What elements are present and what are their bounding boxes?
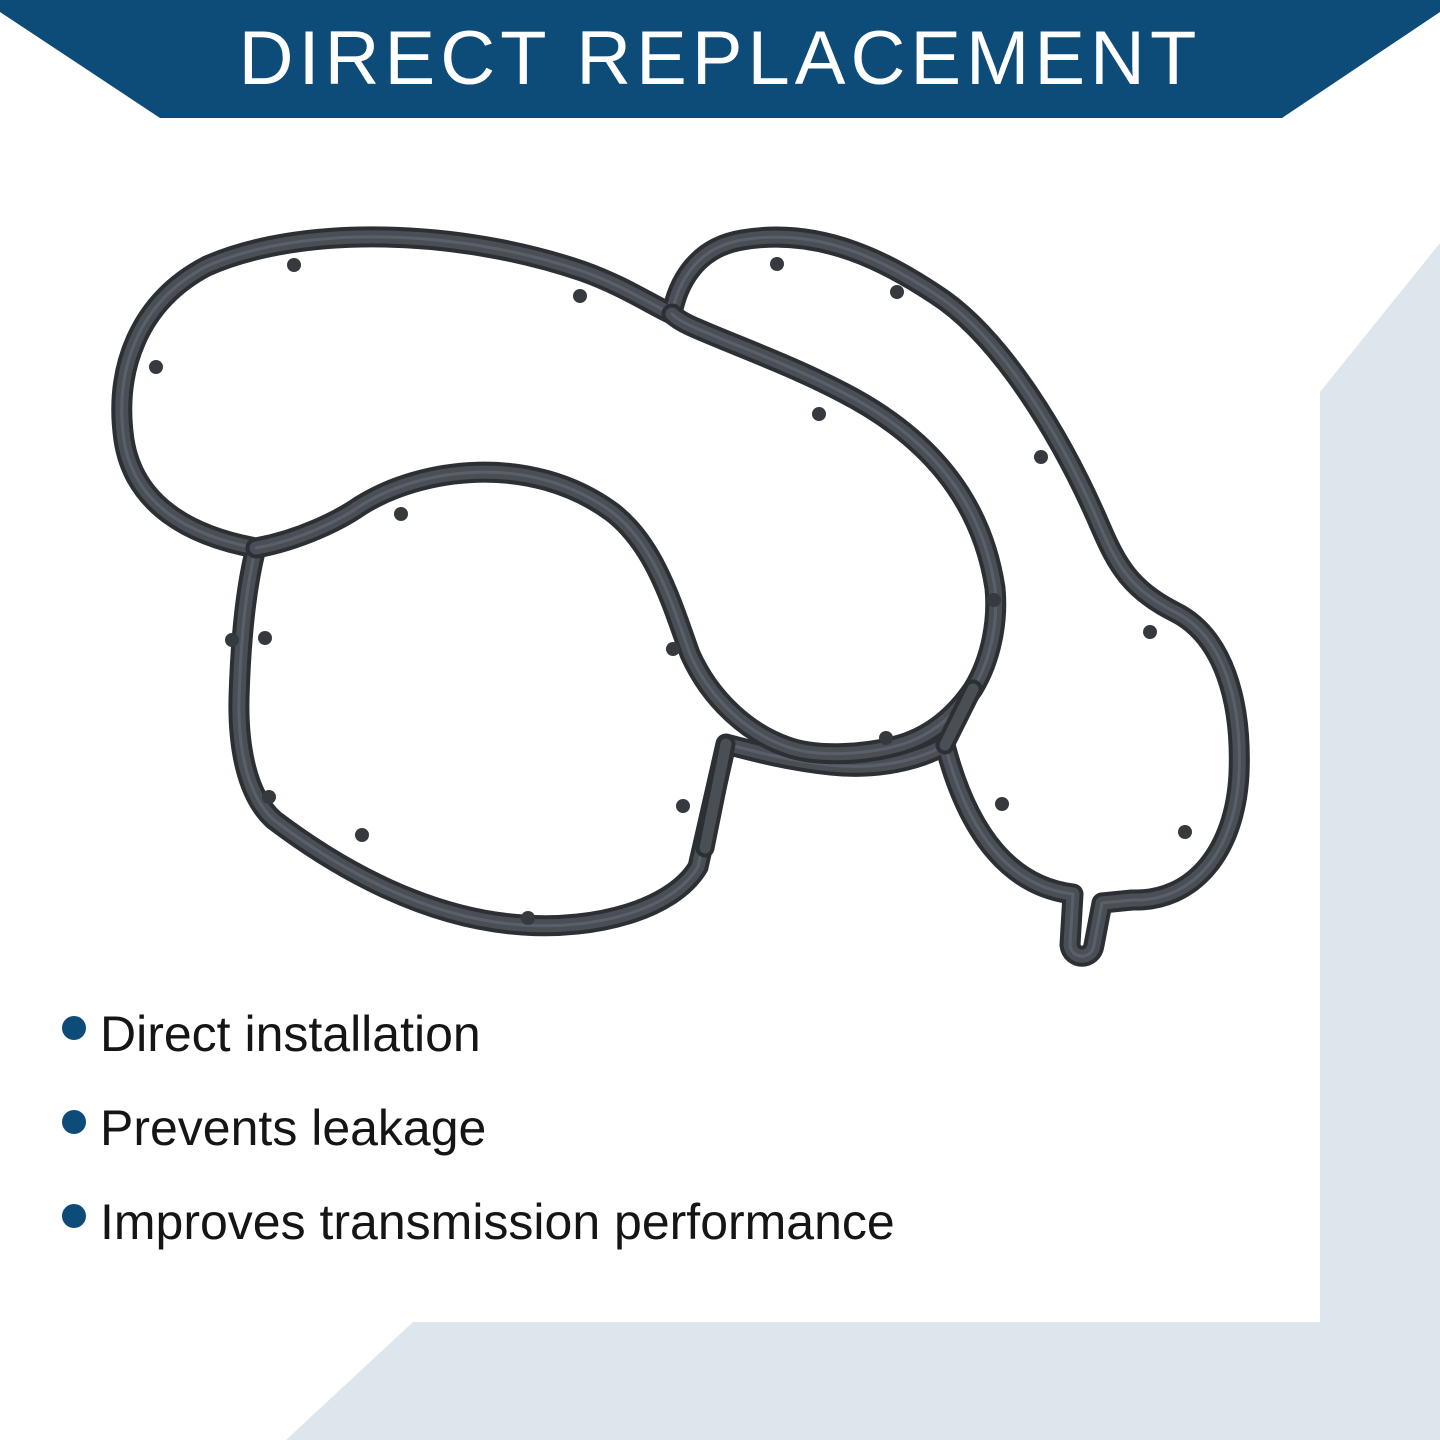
bullet-dot-icon [62,1016,86,1040]
bullet-dot-icon [62,1110,86,1134]
feature-text: Prevents leakage [100,1100,487,1156]
light-blue-corner-panel [286,243,1440,1440]
top-banner: DIRECT REPLACEMENT [0,0,1440,120]
feature-text: Direct installation [100,1006,481,1062]
banner-background [0,0,1440,118]
feature-text: Improves transmission performance [100,1194,895,1250]
feature-item-prevents-leakage: Prevents leakage [62,1096,1162,1160]
banner-title: DIRECT REPLACEMENT [238,16,1202,101]
feature-list: Direct installation Prevents leakage Imp… [62,1002,1162,1284]
bullet-dot-icon [62,1204,86,1228]
banner-trapezoid [0,0,1440,118]
feature-item-direct-installation: Direct installation [62,1002,1162,1066]
feature-item-improves-transmission-performance: Improves transmission performance [62,1190,1162,1254]
